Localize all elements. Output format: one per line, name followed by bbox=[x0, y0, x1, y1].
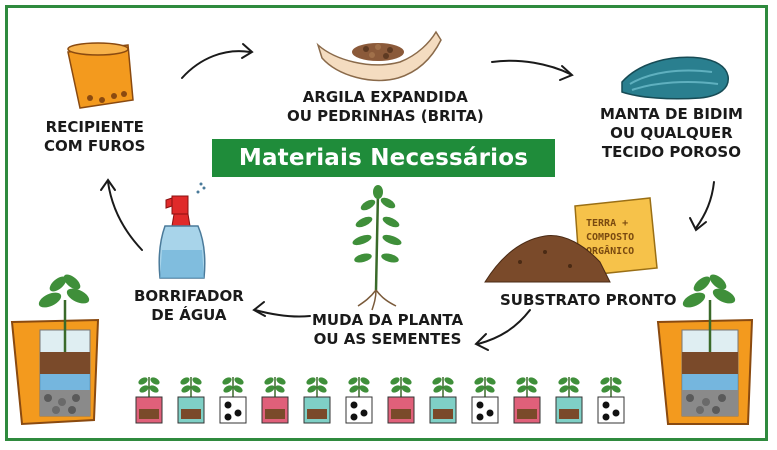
left-pot-illustration bbox=[10, 274, 100, 426]
small-pot-icon bbox=[387, 377, 415, 424]
bidim-cloth-icon bbox=[621, 56, 729, 100]
seedling-icon bbox=[352, 185, 402, 311]
label-argila: ARGILA EXPANDIDA OU PEDRINHAS (BRITA) bbox=[287, 88, 484, 125]
pot-with-holes-icon bbox=[67, 42, 134, 109]
right-pot-illustration bbox=[656, 274, 754, 425]
hand-with-clay-icon bbox=[316, 30, 442, 82]
small-pot-icon bbox=[219, 377, 247, 424]
small-pot-icon bbox=[513, 377, 541, 424]
small-pot-icon bbox=[555, 377, 583, 424]
frame-border bbox=[5, 5, 768, 441]
small-pots-row bbox=[135, 377, 625, 424]
label-muda: MUDA DA PLANTA OU AS SEMENTES bbox=[312, 311, 464, 348]
title-banner: Materiais Necessários bbox=[212, 139, 555, 177]
spray-bottle-icon bbox=[158, 182, 206, 279]
title: Materiais Necessários bbox=[238, 145, 529, 171]
small-pot-icon bbox=[429, 377, 457, 424]
small-pot-icon bbox=[303, 377, 331, 424]
small-pot-icon bbox=[135, 377, 163, 424]
label-recipiente: RECIPIENTE COM FUROS bbox=[44, 118, 146, 155]
svg-text:COMPOSTO: COMPOSTO bbox=[586, 232, 634, 243]
small-pot-icon bbox=[177, 377, 205, 424]
small-pot-icon bbox=[597, 377, 625, 424]
svg-text:TERRA +: TERRA + bbox=[586, 218, 628, 229]
label-manta: MANTA DE BIDIM OU QUALQUER TECIDO POROSO bbox=[600, 105, 743, 161]
substrate-bag-icon: TERRA + COMPOSTO ORGÂNICO bbox=[484, 197, 658, 283]
small-pot-icon bbox=[471, 377, 499, 424]
small-pot-icon bbox=[261, 377, 289, 424]
label-substrato: SUBSTRATO PRONTO bbox=[500, 291, 677, 309]
label-borrifador: BORRIFADOR DE ÁGUA bbox=[134, 287, 244, 324]
small-pot-icon bbox=[345, 377, 373, 424]
cycle-arrows bbox=[100, 43, 715, 351]
svg-text:ORGÂNICO: ORGÂNICO bbox=[586, 244, 634, 257]
